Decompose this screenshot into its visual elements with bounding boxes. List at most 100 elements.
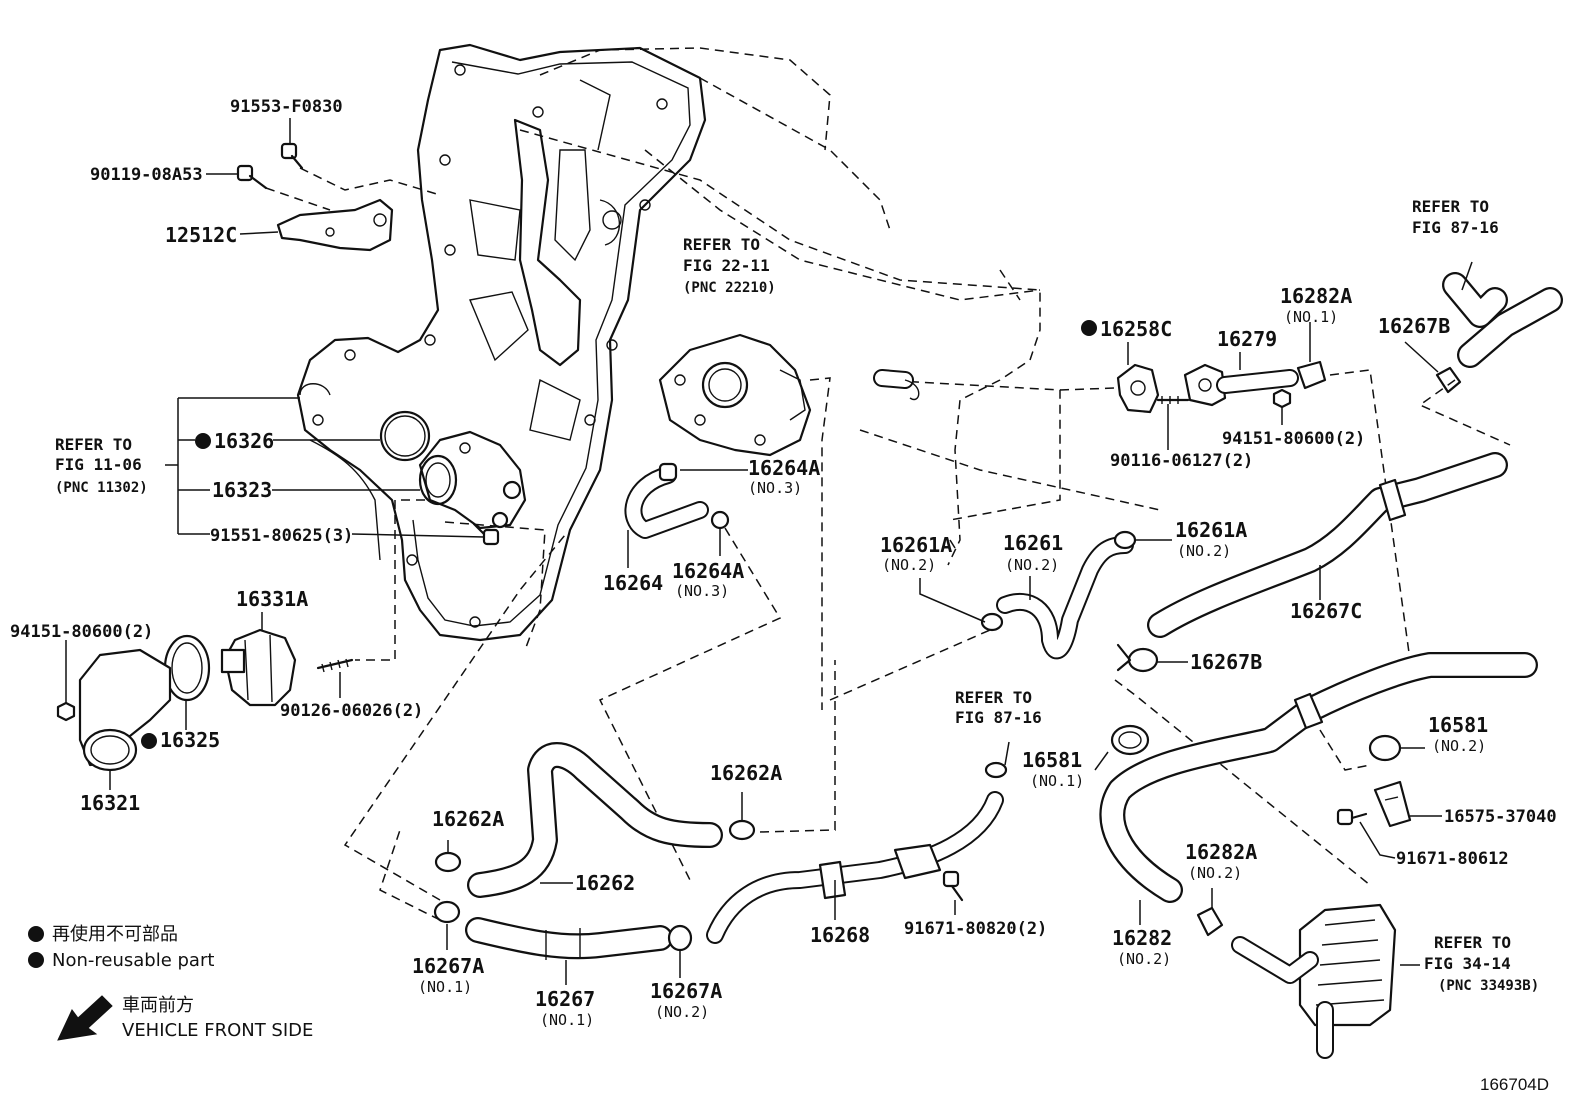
label-16267a-2[interactable]: 16267A: [650, 979, 722, 1003]
label-90126-06026[interactable]: 90126-06026(2): [280, 701, 423, 721]
clip-16282a-1[interactable]: [1296, 360, 1327, 390]
label-16261a-1[interactable]: 16261A: [880, 533, 952, 557]
refer-fig2211-l3: (PNC 22210): [683, 280, 776, 296]
label-16581-1[interactable]: 16581: [1022, 748, 1082, 772]
label-16331a[interactable]: 16331A: [236, 587, 308, 611]
legend-front-en: VEHICLE FRONT SIDE: [122, 1020, 313, 1041]
hose-16261[interactable]: [996, 536, 1134, 660]
nut-94151-80600-left[interactable]: [56, 701, 76, 722]
label-16264a-2-sub: (NO.3): [675, 582, 729, 600]
clamp-16581-1[interactable]: [1110, 724, 1150, 756]
label-16282a-2[interactable]: 16282A: [1185, 840, 1257, 864]
label-16264[interactable]: 16264: [603, 571, 663, 595]
timing-cover-outline: [296, 43, 707, 642]
gasket-16258c[interactable]: [1116, 363, 1160, 414]
label-16258c[interactable]: 16258C: [1100, 317, 1172, 341]
label-16264a-2[interactable]: 16264A: [672, 559, 744, 583]
clamp-16267b-1[interactable]: [1435, 366, 1462, 394]
label-16581-1-sub: (NO.1): [1030, 772, 1084, 790]
label-16321[interactable]: 16321: [80, 791, 140, 815]
stud-90126-06026[interactable]: [316, 658, 354, 673]
bolt-91671-80612[interactable]: [1336, 808, 1368, 826]
gasket-16325[interactable]: [163, 634, 211, 702]
bolt-90119-08a53[interactable]: [236, 164, 268, 190]
refer-fig1106-l2[interactable]: FIG 11-06: [55, 455, 142, 474]
hose-16267[interactable]: [465, 917, 673, 960]
oil-cooler: [1231, 903, 1397, 1059]
label-16267b-2[interactable]: 16267B: [1190, 650, 1262, 674]
stud-90116-06127[interactable]: [1156, 396, 1190, 404]
label-16261a-2[interactable]: 16261A: [1175, 518, 1247, 542]
part-labels: 91553-F0830 90119-08A53 12512C REFER TO …: [10, 97, 1557, 1029]
label-91553-f0830[interactable]: 91553-F0830: [230, 97, 343, 117]
label-91671-80820[interactable]: 91671-80820(2): [904, 919, 1047, 939]
label-16581-2[interactable]: 16581: [1428, 713, 1488, 737]
label-94151-80600-left[interactable]: 94151-80600(2): [10, 622, 153, 642]
label-16267a-1-sub: (NO.1): [418, 978, 472, 996]
clip-16264a-2[interactable]: [710, 510, 730, 530]
label-12512c[interactable]: 12512C: [165, 223, 237, 247]
refer-fig8716-mid-l2[interactable]: FIG 87-16: [955, 708, 1042, 727]
refer-fig8716-top-l1: REFER TO: [1412, 197, 1489, 216]
clip-16261a-2[interactable]: [1113, 530, 1137, 550]
label-90116-06127[interactable]: 90116-06127(2): [1110, 451, 1253, 471]
hose-16267c[interactable]: [1147, 452, 1508, 638]
label-16575-37040[interactable]: 16575-37040: [1444, 807, 1557, 827]
pipe-stub-top: [873, 369, 920, 401]
clamp-16267b-2[interactable]: [1116, 643, 1159, 673]
label-16325[interactable]: 16325: [160, 728, 220, 752]
clip-16264a-1[interactable]: [658, 462, 678, 482]
hose-16264[interactable]: [624, 466, 709, 539]
clamp-16581-2[interactable]: [1368, 734, 1402, 762]
label-16262a-1[interactable]: 16262A: [432, 807, 504, 831]
label-91671-80612[interactable]: 91671-80612: [1396, 849, 1509, 869]
label-16279[interactable]: 16279: [1217, 327, 1277, 351]
label-90119-08a53[interactable]: 90119-08A53: [90, 165, 203, 185]
label-16262[interactable]: 16262: [575, 871, 635, 895]
refer-fig2211-l1: REFER TO: [683, 235, 760, 254]
label-16267a-1[interactable]: 16267A: [412, 954, 484, 978]
legend-nonreusable-jp: 再使用不可部品: [52, 924, 178, 945]
clamp-16267a-2[interactable]: [667, 924, 693, 952]
bolt-91671-80820[interactable]: [942, 870, 964, 902]
clamp-16267a-1[interactable]: [433, 900, 461, 924]
thermostat-16331a[interactable]: [220, 628, 297, 707]
refer-fig8716-top-l2[interactable]: FIG 87-16: [1412, 218, 1499, 237]
refer-fig1106-l3: (PNC 11302): [55, 480, 148, 496]
label-16267[interactable]: 16267: [535, 987, 595, 1011]
bracket-12512c[interactable]: [276, 198, 394, 252]
gasket-16326[interactable]: [379, 410, 431, 462]
refer-fig3414-l2[interactable]: FIG 34-14: [1424, 954, 1511, 973]
label-91551-80625[interactable]: 91551-80625(3): [210, 526, 353, 546]
leader-lines: [65, 118, 1473, 985]
label-16268[interactable]: 16268: [810, 923, 870, 947]
clamp-16262a-2[interactable]: [728, 819, 756, 841]
pipe-16268[interactable]: [706, 761, 1008, 944]
bracket-16575-37040[interactable]: [1373, 780, 1412, 828]
label-16267b-1[interactable]: 16267B: [1378, 314, 1450, 338]
housing-16323[interactable]: [418, 430, 527, 530]
pipe-16279[interactable]: [1183, 363, 1299, 407]
label-16262a-2[interactable]: 16262A: [710, 761, 782, 785]
label-94151-80600-right[interactable]: 94151-80600(2): [1222, 429, 1365, 449]
label-16282a-2-sub: (NO.2): [1188, 864, 1242, 882]
label-16282a-1[interactable]: 16282A: [1280, 284, 1352, 308]
label-16261[interactable]: 16261: [1003, 531, 1063, 555]
nonreusable-mark: [28, 926, 44, 942]
bolt-91553-f0830[interactable]: [280, 142, 304, 170]
nut-94151-80600-right[interactable]: [1272, 388, 1292, 409]
hose-16282[interactable]: [1099, 652, 1538, 903]
clip-16261a-1[interactable]: [980, 612, 1004, 632]
clamp-16262a-1[interactable]: [434, 851, 462, 873]
water-inlet-16321[interactable]: [78, 648, 172, 772]
label-16267c[interactable]: 16267C: [1290, 599, 1362, 623]
hose-16262[interactable]: [467, 742, 723, 898]
label-16282[interactable]: 16282: [1112, 926, 1172, 950]
label-16326[interactable]: 16326: [214, 429, 274, 453]
clip-16282a-2[interactable]: [1196, 906, 1224, 937]
label-16264a-1[interactable]: 16264A: [748, 456, 820, 480]
legend-front-jp: 車両前方: [122, 995, 194, 1016]
legend-nonreusable-en: Non-reusable part: [52, 950, 214, 971]
refer-fig2211-l2[interactable]: FIG 22-11: [683, 256, 770, 275]
label-16323[interactable]: 16323: [212, 478, 272, 502]
